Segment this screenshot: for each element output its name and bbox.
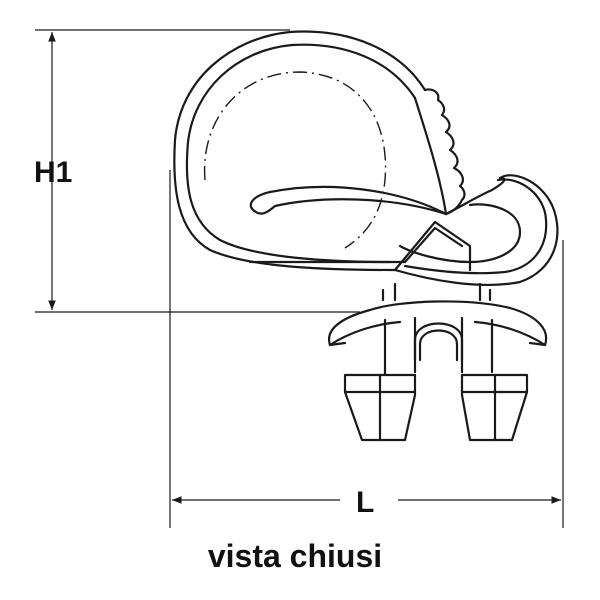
clip-outer-loop bbox=[173, 30, 427, 272]
push-pin-legs bbox=[343, 316, 529, 442]
length-dimension-label: L bbox=[356, 486, 374, 519]
connecting-stem bbox=[381, 282, 492, 302]
serrated-teeth bbox=[413, 88, 466, 216]
view-caption: vista chiusi bbox=[207, 538, 383, 574]
lock-wedge bbox=[248, 220, 472, 272]
hidden-contour bbox=[203, 71, 387, 249]
extension-lines bbox=[35, 29, 564, 528]
latch-hook bbox=[393, 174, 559, 287]
height-dimension-label: H1 bbox=[34, 156, 72, 189]
mounting-saucer bbox=[327, 300, 548, 347]
inner-strap bbox=[249, 185, 448, 216]
